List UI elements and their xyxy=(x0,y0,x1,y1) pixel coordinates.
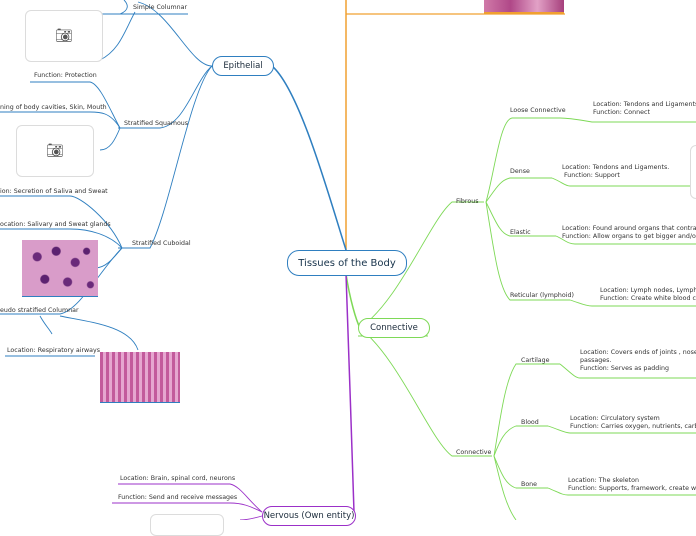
stratified-cuboidal-node[interactable]: Stratified Cuboidal xyxy=(132,240,191,247)
elastic-desc-node[interactable]: Location: Found around organs that contr… xyxy=(562,225,696,241)
cartilage-desc-text: Location: Covers ends of joints , nose, … xyxy=(580,349,696,372)
bone-node[interactable]: Bone xyxy=(521,481,538,488)
loose-desc-node[interactable]: Location: Tendons and Ligaments. Functio… xyxy=(593,101,696,117)
central-topic[interactable]: Tissues of the Body xyxy=(287,250,407,276)
loose-desc-text: Location: Tendons and Ligaments. Functio… xyxy=(593,101,696,116)
pseudo-location-node[interactable]: Location: Respiratory airways xyxy=(7,347,101,354)
cartilage-node[interactable]: Cartilage xyxy=(521,357,550,364)
nervous-label: Nervous (Own entity) xyxy=(263,511,355,521)
reticular-node[interactable]: Reticular (lymphoid) xyxy=(510,292,574,299)
elastic-desc-text: Location: Found around organs that contr… xyxy=(562,225,696,240)
nervous-location-node[interactable]: Location: Brain, spinal cord, neurons xyxy=(120,475,236,482)
connective-label: Connective xyxy=(370,323,418,333)
muscle-tissue-image xyxy=(484,0,564,14)
blood-node[interactable]: Blood xyxy=(521,419,539,426)
camera-icon: 📷︎ xyxy=(55,28,73,44)
respiratory-tissue-image xyxy=(100,352,180,403)
reticular-desc-text: Location: Lymph nodes, Lymphatic Functio… xyxy=(600,287,696,302)
blood-desc-text: Location: Circulatory system Function: C… xyxy=(570,415,696,430)
simple-columnar-node[interactable]: Simple Columnar xyxy=(133,4,188,11)
image-placeholder-3[interactable] xyxy=(690,145,696,199)
image-placeholder-4[interactable] xyxy=(150,514,224,536)
cuboidal-tissue-image xyxy=(22,240,98,297)
elastic-node[interactable]: Elastic xyxy=(510,229,531,236)
cartilage-desc-node[interactable]: Location: Covers ends of joints , nose, … xyxy=(580,349,696,373)
sc-function-node[interactable]: ion: Secretion of Saliva and Sweat xyxy=(0,188,108,195)
mindmap-connectors xyxy=(0,0,696,520)
camera-icon: 📷︎ xyxy=(46,143,64,159)
connective-topic[interactable]: Connective xyxy=(358,318,430,338)
image-placeholder-2[interactable]: 📷︎ xyxy=(16,125,94,177)
reticular-desc-node[interactable]: Location: Lymph nodes, Lymphatic Functio… xyxy=(600,287,696,303)
ss-function-node[interactable]: Function: Protection xyxy=(34,72,97,79)
dense-desc-text: Location: Tendons and Ligaments. Functio… xyxy=(562,164,670,179)
loose-connective-node[interactable]: Loose Connective xyxy=(510,107,566,114)
fibrous-node[interactable]: Fibrous xyxy=(456,198,479,205)
image-placeholder-1[interactable]: 📷︎ xyxy=(25,10,103,62)
bone-desc-text: Location: The skeleton Function: Support… xyxy=(568,477,696,492)
sc-location-node[interactable]: ocation: Salivary and Sweat glands xyxy=(0,221,111,228)
dense-desc-node[interactable]: Location: Tendons and Ligaments. Functio… xyxy=(562,164,692,180)
dense-node[interactable]: Dense xyxy=(510,168,530,175)
ss-location-node[interactable]: ning of body cavities, Skin, Mouth xyxy=(0,104,107,111)
bone-desc-node[interactable]: Location: The skeleton Function: Support… xyxy=(568,477,696,493)
pseudo-stratified-node[interactable]: eudo stratified Columnar xyxy=(0,307,79,314)
epithelial-topic[interactable]: Epithelial xyxy=(212,56,274,76)
connective-sub-node[interactable]: Connective xyxy=(456,449,492,456)
nervous-function-node[interactable]: Function: Send and receive messages xyxy=(118,494,238,501)
stratified-squamous-node[interactable]: Stratified Squamous xyxy=(124,120,189,127)
blood-desc-node[interactable]: Location: Circulatory system Function: C… xyxy=(570,415,696,431)
epithelial-label: Epithelial xyxy=(223,61,263,71)
nervous-topic[interactable]: Nervous (Own entity) xyxy=(262,506,356,526)
